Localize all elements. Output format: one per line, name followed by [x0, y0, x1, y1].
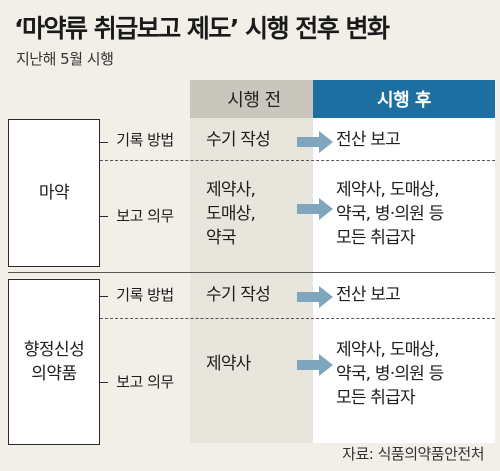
after-column-band	[313, 80, 495, 443]
row-label-record-method: 기록 방법	[116, 131, 174, 149]
group-label-line: 마약	[38, 183, 70, 203]
row-connector	[100, 216, 108, 217]
arrow-right-icon	[297, 131, 333, 153]
cell-before: 수기 작성	[206, 128, 271, 152]
group-label-psychotropic: 향정신성 의약품	[8, 279, 100, 445]
row-label-record-method: 기록 방법	[116, 286, 174, 304]
cell-before: 제약사	[206, 352, 251, 376]
cell-line: 약국, 병·의원 등	[336, 364, 444, 384]
cell-line: 제약사, 도매상,	[336, 340, 440, 360]
cell-after: 제약사, 도매상, 약국, 병·의원 등 모든 취급자	[336, 338, 444, 410]
arrow-right-icon	[297, 354, 333, 376]
page-subtitle: 지난해 5월 시행	[16, 50, 114, 68]
group-label-line: 의약품	[31, 364, 77, 384]
cell-line: 제약사,	[206, 180, 256, 200]
group-label-line: 향정신성	[23, 340, 85, 360]
cell-line: 약국	[206, 228, 236, 248]
source-note: 자료: 식품의약품안전처	[342, 445, 484, 463]
cell-line: 전산 보고	[336, 130, 401, 150]
group-label-narcotics: 마약	[8, 119, 100, 267]
row-connector	[100, 142, 108, 143]
cell-line: 약국, 병·의원 등	[336, 204, 444, 224]
page-title: ‘마약류 취급보고 제도’ 시행 전후 변화	[14, 14, 390, 43]
cell-after: 제약사, 도매상, 약국, 병·의원 등 모든 취급자	[336, 178, 444, 250]
cell-line: 수기 작성	[206, 130, 271, 150]
cell-line: 제약사, 도매상,	[336, 180, 440, 200]
row-divider	[100, 318, 495, 319]
cell-line: 수기 작성	[206, 285, 271, 305]
cell-line: 모든 취급자	[336, 388, 416, 408]
arrow-right-icon	[297, 286, 333, 308]
cell-before: 제약사, 도매상, 약국	[206, 178, 256, 250]
row-connector	[100, 382, 108, 383]
row-label-report-duty: 보고 의무	[116, 373, 174, 391]
cell-line: 모든 취급자	[336, 228, 416, 248]
column-header-after: 시행 후	[313, 80, 495, 118]
before-column-band	[190, 80, 318, 443]
cell-after: 전산 보고	[336, 128, 401, 152]
row-connector	[100, 296, 108, 297]
cell-line: 전산 보고	[336, 285, 401, 305]
cell-line: 제약사	[206, 354, 251, 374]
row-divider	[100, 160, 495, 161]
cell-after: 전산 보고	[336, 283, 401, 307]
cell-line: 도매상,	[206, 204, 256, 224]
cell-before: 수기 작성	[206, 283, 271, 307]
arrow-right-icon	[297, 198, 333, 220]
column-header-before: 시행 전	[190, 80, 318, 118]
row-label-report-duty: 보고 의무	[116, 207, 174, 225]
group-divider	[8, 272, 495, 273]
